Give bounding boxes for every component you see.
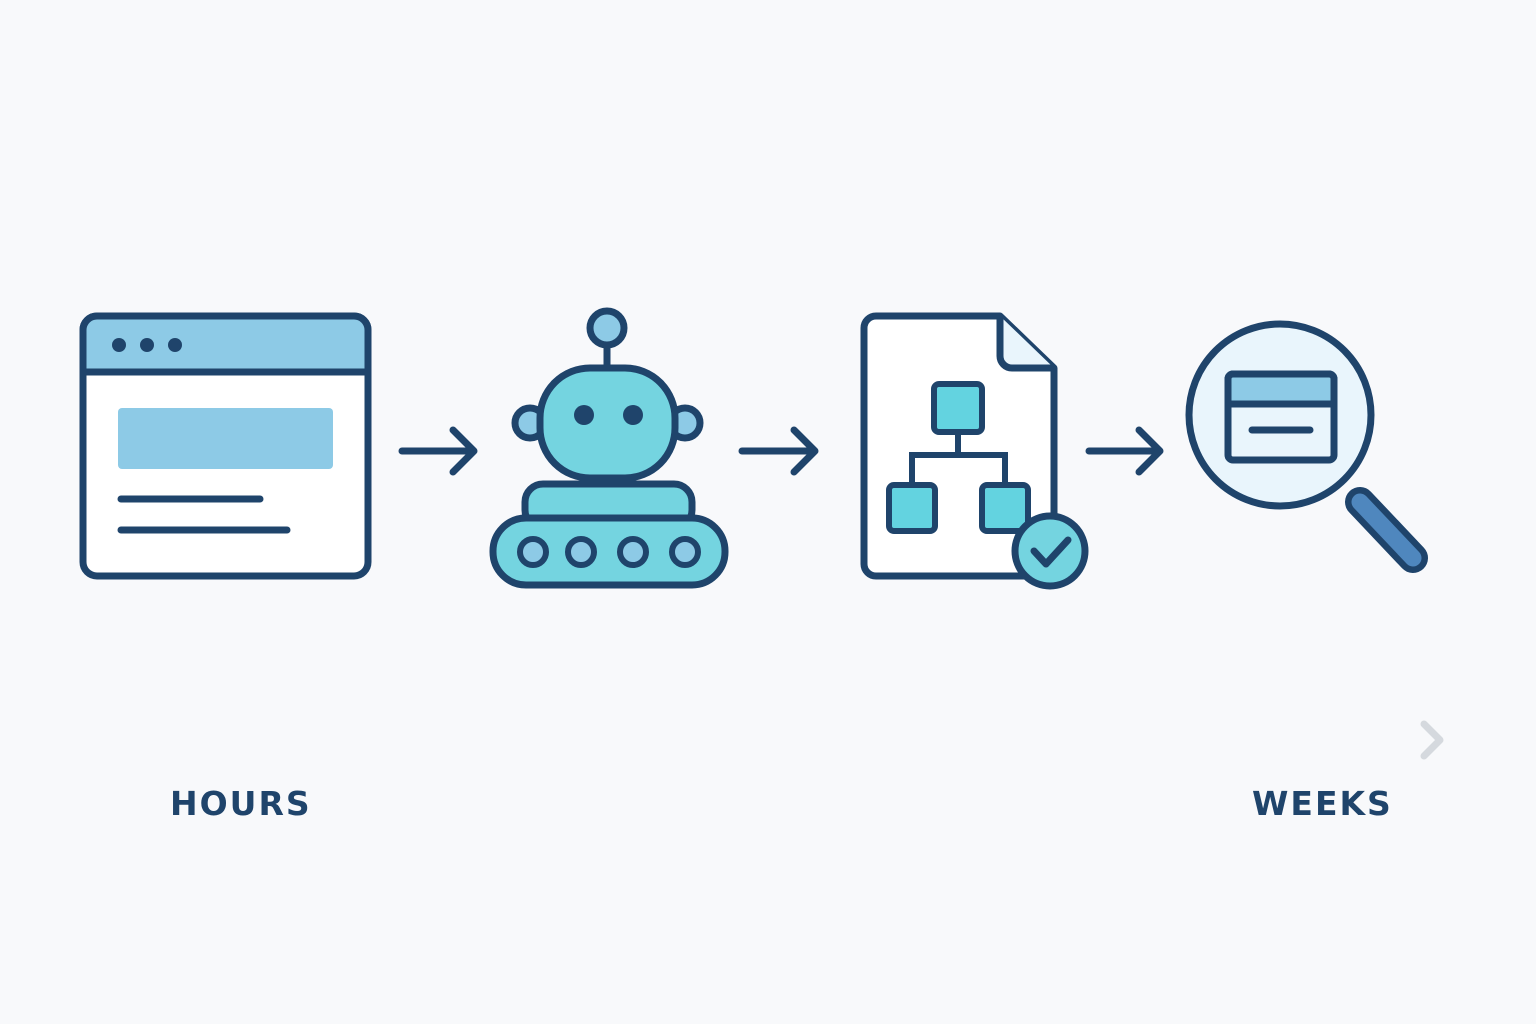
flow-arrow-1 [398, 426, 478, 476]
magnifier-inspect-icon [1185, 320, 1428, 573]
check-badge [1011, 512, 1089, 590]
document-hierarchy-check-icon [860, 312, 1089, 590]
timeline-arrowhead [1420, 720, 1444, 760]
timeline-axis [196, 720, 1444, 760]
timeline-end-label: WEEKS [1252, 784, 1393, 823]
browser-window-icon [79, 312, 372, 580]
flow-arrow-3 [1085, 426, 1164, 476]
timeline-start-label: HOURS [170, 784, 312, 823]
robot-icon [489, 307, 729, 589]
flow-arrow-2 [738, 426, 819, 476]
checkmark-icon [1030, 536, 1072, 568]
